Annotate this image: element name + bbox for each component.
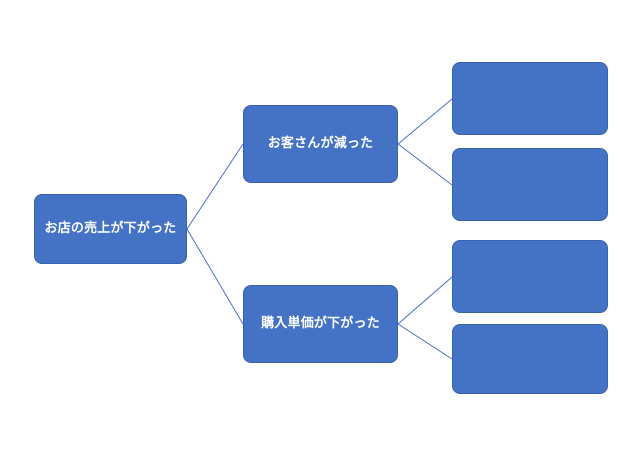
node-label [524, 359, 536, 360]
connector-line [397, 276, 453, 325]
connector-line [397, 143, 453, 186]
node-label [524, 184, 536, 185]
node-label: お店の売上が下がった [44, 220, 177, 236]
node-label: お客さんが減った [267, 135, 374, 151]
node-leaf-4[interactable] [452, 324, 608, 394]
node-leaf-1[interactable] [452, 62, 608, 135]
node-label [524, 276, 536, 277]
node-label [524, 98, 536, 99]
node-leaf-2[interactable] [452, 148, 608, 221]
node-label: 購入単価が下がった [261, 315, 380, 331]
connector-line [186, 228, 244, 325]
node-branch-2[interactable]: 購入単価が下がった [243, 285, 398, 363]
node-branch-1[interactable]: お客さんが減った [243, 105, 398, 183]
connector-line [397, 323, 453, 360]
node-leaf-3[interactable] [452, 240, 608, 313]
node-root[interactable]: お店の売上が下がった [34, 194, 187, 264]
connector-line [186, 143, 244, 230]
connector-line [397, 98, 453, 145]
